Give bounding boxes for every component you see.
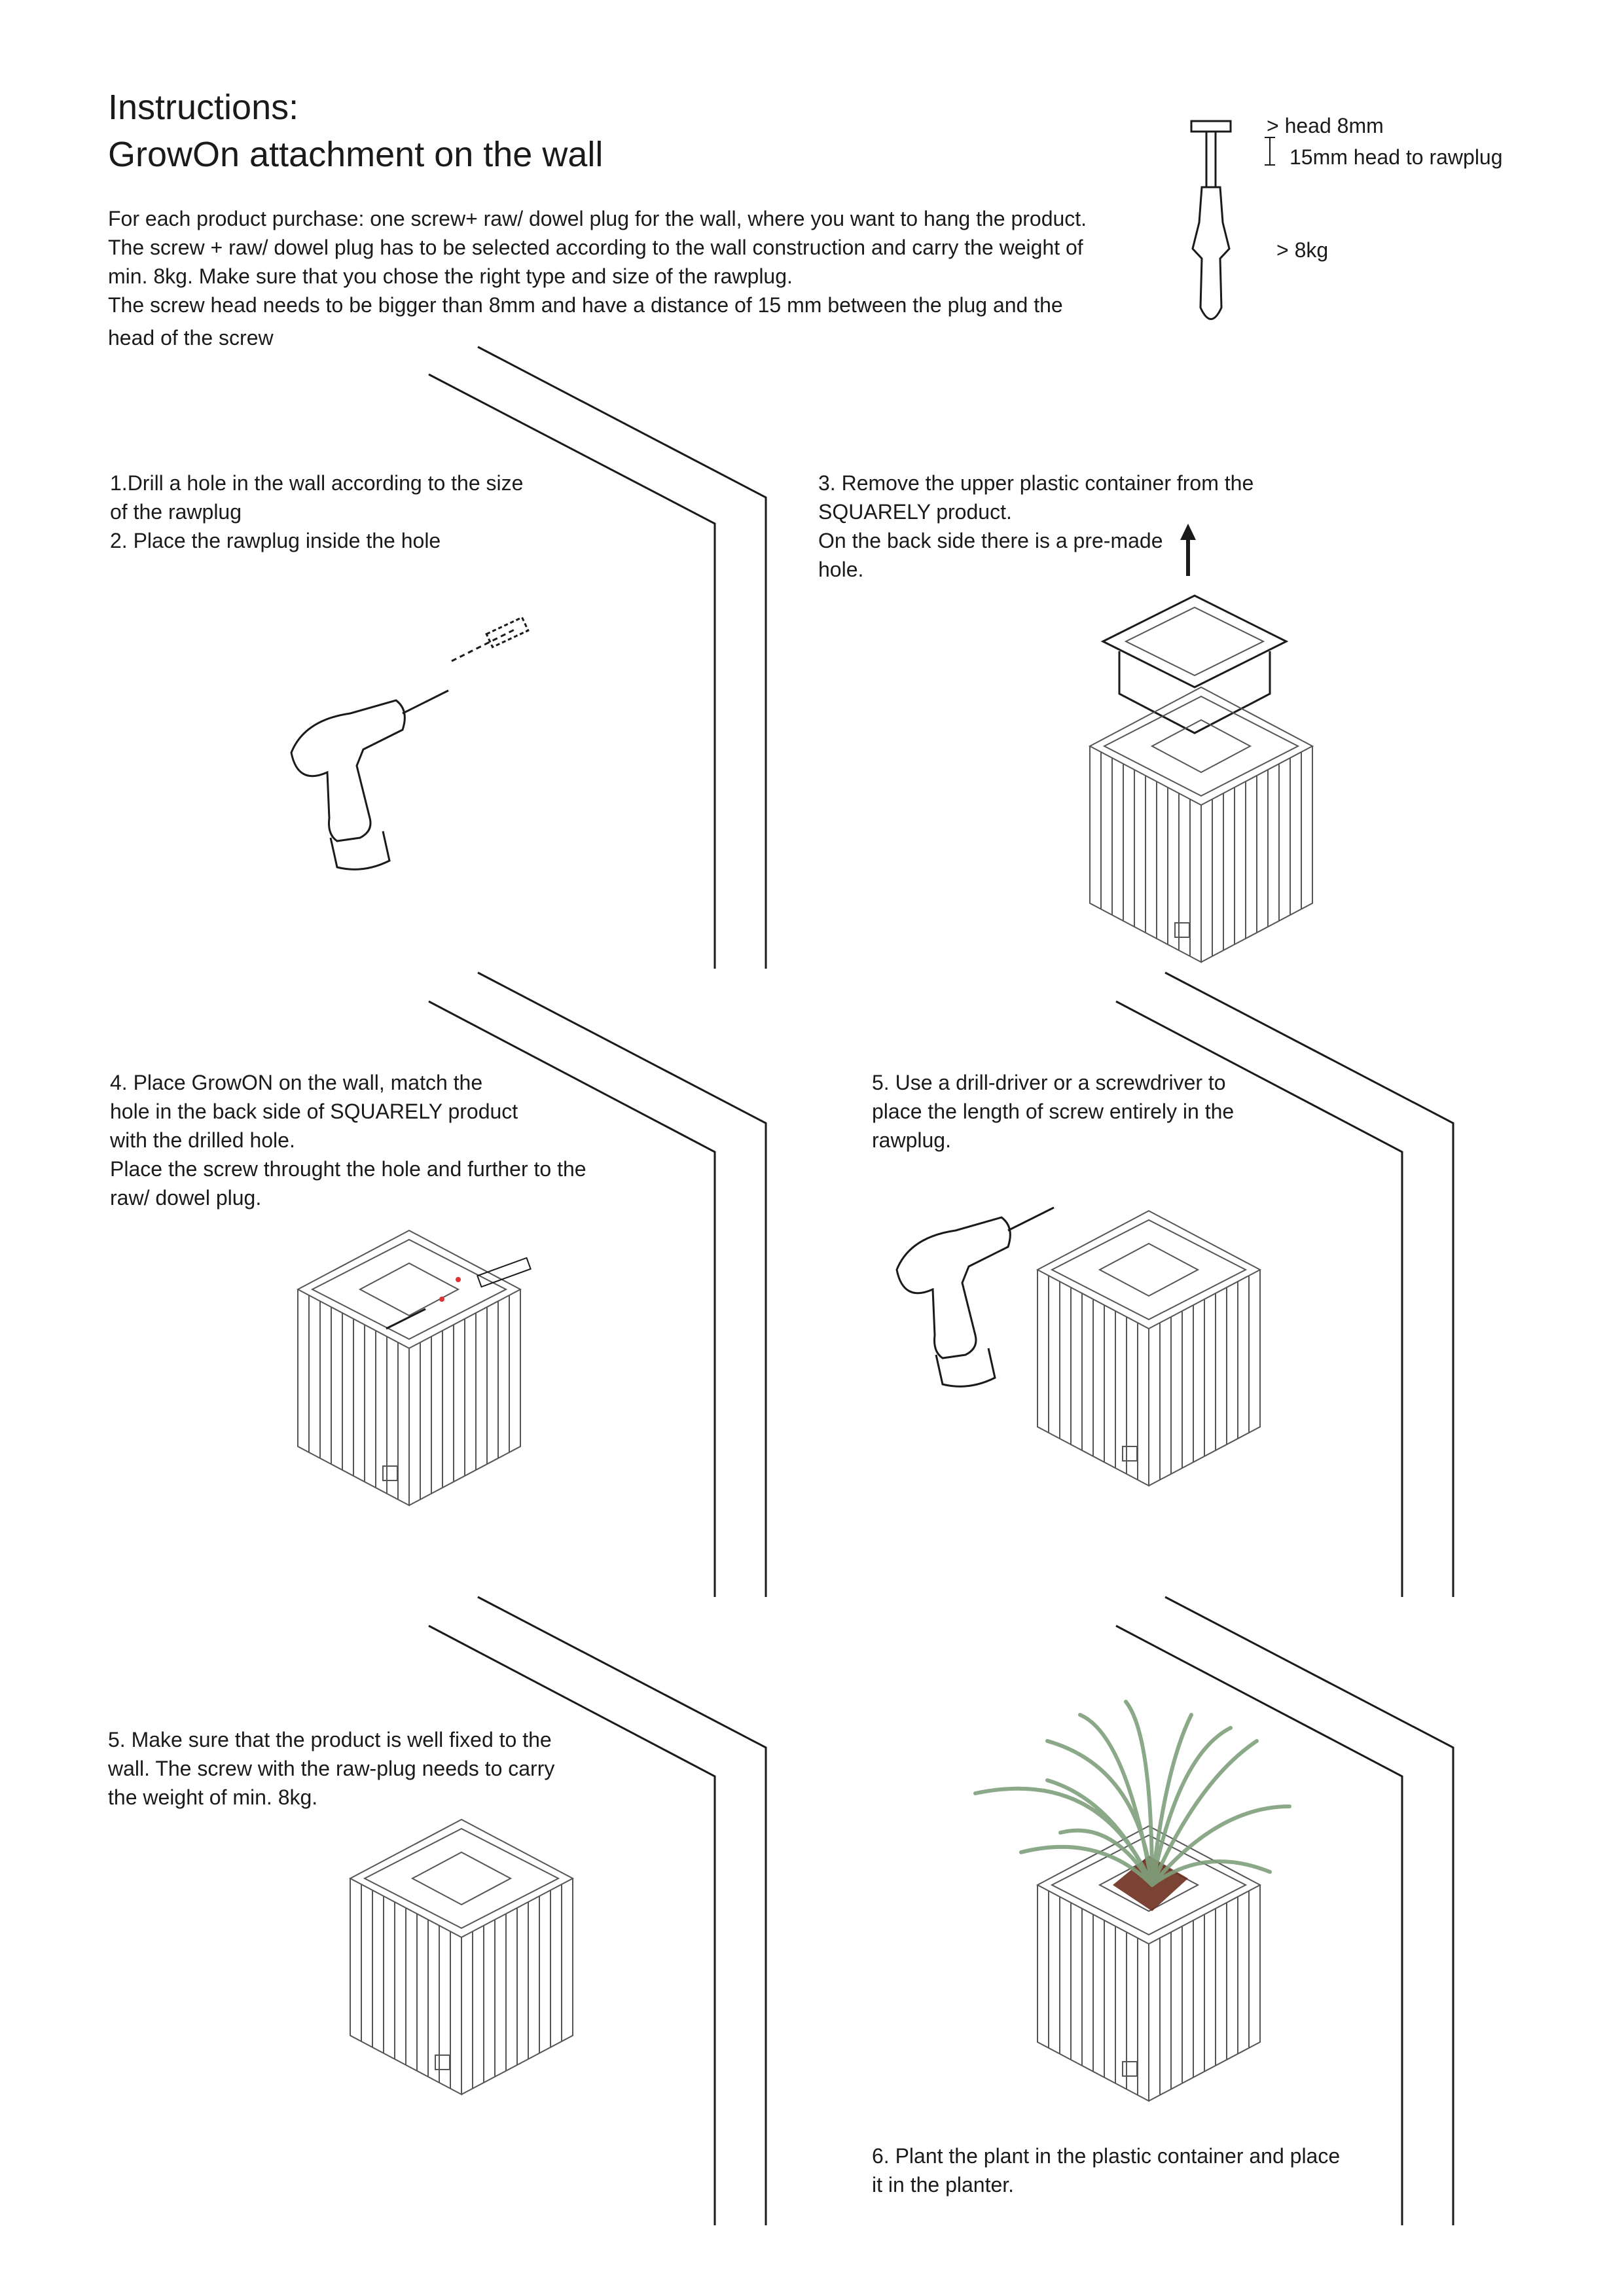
step-line: of the rawplug: [110, 500, 242, 524]
rawplug-icon: [451, 616, 530, 662]
step-line: 5. Make sure that the product is well fi…: [108, 1728, 552, 1751]
step-line: hole.: [818, 558, 864, 581]
spec-distance-label: 15mm head to rawplug: [1290, 145, 1503, 169]
step-line: 1.Drill a hole in the wall according to …: [110, 471, 524, 495]
page-title: Instructions: GrowOn attachment on the w…: [108, 84, 603, 178]
intro-line: The screw head needs to be bigger than 8…: [108, 293, 1063, 317]
step-line: place the length of screw entirely in th…: [872, 1100, 1235, 1123]
step-line: it in the planter.: [872, 2173, 1015, 2197]
step-line: SQUARELY product.: [818, 500, 1012, 524]
plant-icon: [973, 1700, 1291, 1911]
wall-lines: [428, 346, 1454, 2225]
step-line: 5. Use a drill-driver or a screwdriver t…: [872, 1071, 1226, 1094]
screw-icon: [386, 1257, 532, 1330]
step-5a-text: 5. Use a drill-driver or a screwdriver t…: [872, 1068, 1234, 1155]
intro-line: min. 8kg. Make sure that you chose the r…: [108, 264, 793, 288]
step-line: 3. Remove the upper plastic container fr…: [818, 471, 1254, 495]
intro-text: For each product purchase: one screw+ ra…: [108, 204, 1142, 352]
intro-line: head of the screw: [108, 326, 274, 350]
step-1-text: 1.Drill a hole in the wall according to …: [110, 469, 523, 555]
step-line: hole in the back side of SQUARELY produc…: [110, 1100, 518, 1123]
step-line: rawplug.: [872, 1128, 951, 1152]
step-3-text: 3. Remove the upper plastic container fr…: [818, 469, 1254, 584]
spec-weight-label: > 8kg: [1276, 238, 1329, 262]
upper-container-icon: [1100, 524, 1289, 734]
drill-icon: [290, 689, 450, 870]
step-5b-text: 5. Make sure that the product is well fi…: [108, 1725, 554, 1812]
intro-line: The screw + raw/ dowel plug has to be se…: [108, 236, 1083, 259]
step-6-text: 6. Plant the plant in the plastic contai…: [872, 2142, 1340, 2199]
step-line: 2. Place the rawplug inside the hole: [110, 529, 441, 552]
step-line: 6. Plant the plant in the plastic contai…: [872, 2144, 1341, 2168]
step-line: with the drilled hole.: [110, 1128, 295, 1152]
step-line: Place the screw throught the hole and fu…: [110, 1157, 586, 1181]
step-line: 4. Place GrowON on the wall, match the: [110, 1071, 483, 1094]
drill-icon: [895, 1206, 1055, 1388]
step-line: wall. The screw with the raw-plug needs …: [108, 1757, 555, 1780]
step-4-text: 4. Place GrowON on the wall, match the h…: [110, 1068, 586, 1212]
title-line-1: Instructions:: [108, 88, 299, 127]
planter-icon: [1037, 1210, 1261, 1486]
step-line: On the back side there is a pre-made: [818, 529, 1163, 552]
spec-head-label: > head 8mm: [1267, 114, 1384, 137]
planter-icon: [1089, 687, 1313, 963]
intro-line: For each product purchase: one screw+ ra…: [108, 207, 1087, 230]
title-line-2: GrowOn attachment on the wall: [108, 135, 604, 174]
planter-icon: [350, 1819, 573, 2095]
step-line: raw/ dowel plug.: [110, 1186, 262, 1210]
step-line: the weight of min. 8kg.: [108, 1785, 318, 1809]
screw-diagram: [1190, 120, 1275, 320]
